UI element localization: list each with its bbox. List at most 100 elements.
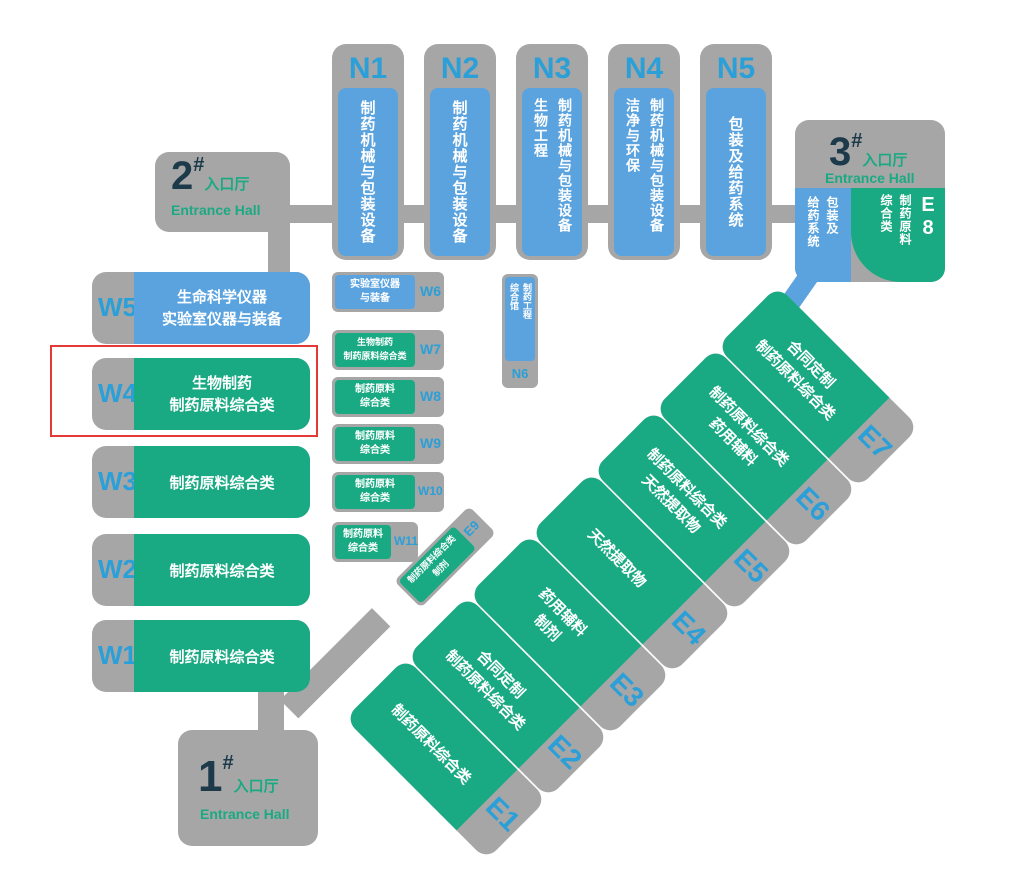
hall-2-heading: 2#入口厅 [171, 154, 249, 199]
hall-w8-area: 制药原料 综合类 [335, 380, 415, 414]
hall-e8[interactable]: E8 制药原料 综合类 [851, 188, 945, 282]
hall-line-1: 生物制药 [356, 338, 393, 348]
hall-line-1: 制药原料综合类 [169, 473, 275, 492]
e8-right-2: 综合类 [879, 194, 893, 233]
hall-2-cn: 入口厅 [204, 175, 250, 193]
hall-line-2: 制药原料综合类 [343, 352, 407, 362]
hall-line-2: 综合类 [360, 493, 390, 504]
hall-3-en: Entrance Hall [825, 170, 915, 186]
hall-code: N6 [511, 366, 529, 381]
entrance-hall-1[interactable]: 1#入口厅 Entrance Hall [178, 730, 318, 846]
hall-2-number: 2 [171, 154, 194, 198]
hall-w10-area: 制药原料 综合类 [335, 475, 415, 509]
hall-line-2: 与装备 [360, 293, 390, 304]
hall-n5-area: 包装及给药系统 [706, 88, 766, 256]
hall-code: N4 [624, 52, 664, 85]
hall-n4-area: 制药机械与包装设备 洁净与环保 [614, 88, 674, 256]
hall-w1[interactable]: W1 制药原料综合类 [92, 620, 310, 692]
hall-code: W1 [98, 640, 137, 670]
hall-w4[interactable]: W4 生物制药 制药原料综合类 [92, 358, 310, 430]
hall-code: W6 [420, 283, 441, 299]
hall-code: E8 [917, 194, 939, 240]
hall-code: N1 [348, 52, 388, 85]
hall-w10[interactable]: 制药原料 综合类 W10 [332, 472, 444, 512]
hall-2-mark: # [193, 154, 205, 176]
hall-line-2: 综合馆 [508, 283, 518, 310]
hall-w6[interactable]: 实验室仪器 与装备 W6 [332, 272, 444, 312]
hall-line-2: 综合类 [360, 445, 390, 456]
hall-w2-area: 制药原料综合类 [134, 534, 310, 606]
hall-n2-area: 制药机械与包装设备 [430, 88, 490, 256]
hall-2-en: Entrance Hall [171, 202, 261, 218]
hall-line-1: 制药原料 [343, 529, 383, 540]
hall-code: W5 [98, 292, 137, 322]
hall-line-1: 制药原料 [355, 431, 395, 442]
hall-line-1: 天然提取物 [584, 525, 651, 592]
hall-line-1: 生命科学仪器 [176, 288, 267, 306]
hall-3-heading: 3#入口厅 [829, 130, 907, 175]
hall-1-mark: # [222, 752, 234, 774]
hall-label-2: 生物工程 [532, 98, 548, 158]
hall-3-number: 3 [829, 130, 852, 174]
hall-line-1: 制药工程 [521, 283, 531, 319]
hall-n6[interactable]: 制药工程 综合馆 N6 [502, 274, 538, 388]
hall-label-2: 洁净与环保 [624, 98, 640, 173]
e8-left-2: 给药系统 [806, 196, 820, 248]
entrance-hall-3[interactable]: 3#入口厅 Entrance Hall 包装及 给药系统 E8 制药原料 综合类 [795, 120, 945, 282]
hall-w4-area: 生物制药 制药原料综合类 [134, 358, 310, 430]
hall-n1-area: 制药机械与包装设备 [338, 88, 398, 256]
hall-code: N2 [440, 52, 480, 85]
hall-code: N5 [716, 52, 756, 85]
hall-line-1: 制药原料综合类 [169, 561, 275, 580]
hall-label: 包装及给药系统 [726, 116, 745, 228]
hall-w3[interactable]: W3 制药原料综合类 [92, 446, 310, 518]
hall-label-1: 制药机械与包装设备 [556, 98, 572, 233]
hall-w3-area: 制药原料综合类 [134, 446, 310, 518]
hall-code: W2 [98, 554, 137, 584]
hall-1-cn: 入口厅 [233, 777, 279, 795]
hall-n2[interactable]: N2 制药机械与包装设备 [424, 44, 496, 260]
hall-n1[interactable]: N1 制药机械与包装设备 [332, 44, 404, 260]
hall-w5[interactable]: W5 生命科学仪器 实验室仪器与装备 [92, 272, 310, 344]
e8-left-area: 包装及 给药系统 [795, 188, 851, 282]
hall-line-1: 制药原料 [355, 384, 395, 395]
hall-code: W10 [418, 484, 443, 498]
hall-label: 制药机械与包装设备 [358, 100, 377, 244]
hall-line-2: 综合类 [348, 543, 378, 554]
hall-code: W4 [98, 378, 137, 408]
hall-line-2: 制药原料综合类 [169, 396, 275, 414]
hall-n5[interactable]: N5 包装及给药系统 [700, 44, 772, 260]
e8-left-1: 包装及 [825, 196, 839, 235]
hall-line-1: 实验室仪器 [350, 279, 400, 290]
hall-code: W7 [420, 341, 441, 357]
hall-n6-area: 制药工程 综合馆 [505, 277, 535, 361]
hall-n3[interactable]: N3 制药机械与包装设备 生物工程 [516, 44, 588, 260]
hall-1-heading: 1# 入口厅 [198, 752, 279, 802]
hall-w9[interactable]: 制药原料 综合类 W9 [332, 424, 444, 464]
hall-w11[interactable]: 制药原料 综合类 W11 [332, 522, 418, 562]
e8-right-1: 制药原料 [898, 194, 912, 246]
hall-w1-area: 制药原料综合类 [134, 620, 310, 692]
hall-3-mark: # [851, 130, 863, 152]
hall-line-1: 制药原料 [355, 479, 395, 490]
hall-w9-area: 制药原料 综合类 [335, 427, 415, 461]
hall-w5-area: 生命科学仪器 实验室仪器与装备 [134, 272, 310, 344]
hall-code: N3 [532, 52, 572, 85]
hall-w7-area: 生物制药 制药原料综合类 [335, 333, 415, 367]
hall-line-1: 生物制药 [191, 374, 252, 392]
entrance-hall-2[interactable]: 2#入口厅 Entrance Hall [155, 152, 290, 232]
hall-w2[interactable]: W2 制药原料综合类 [92, 534, 310, 606]
hall-code: W11 [394, 534, 419, 548]
hall-3-cn: 入口厅 [862, 151, 908, 169]
highlight-box [50, 345, 318, 437]
hall-1-number: 1 [198, 752, 223, 801]
hall-n4[interactable]: N4 制药机械与包装设备 洁净与环保 [608, 44, 680, 260]
hall-label-1: 制药机械与包装设备 [648, 98, 664, 233]
hall-w7[interactable]: 生物制药 制药原料综合类 W7 [332, 330, 444, 370]
hall-code: W9 [420, 435, 441, 451]
hall-w8[interactable]: 制药原料 综合类 W8 [332, 377, 444, 417]
hall-line-2: 综合类 [360, 398, 390, 409]
hall-code: W3 [98, 466, 137, 496]
hall-line-1: 制药原料综合类 [169, 647, 275, 666]
hall-w6-area: 实验室仪器 与装备 [335, 275, 415, 309]
